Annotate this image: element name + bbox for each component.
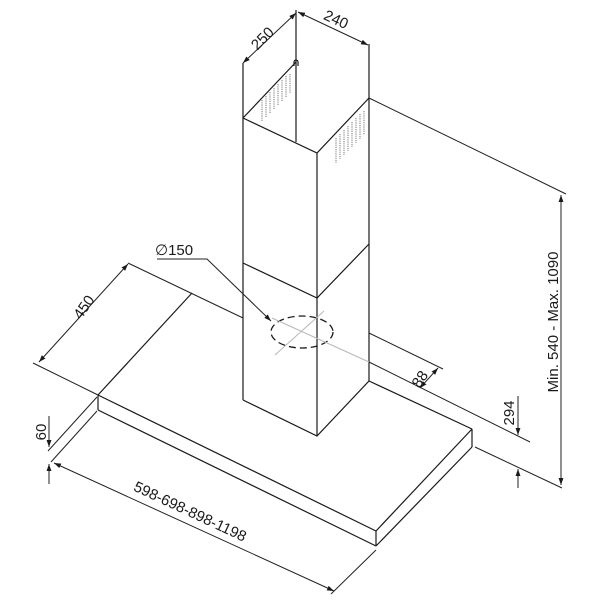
ext-line-60-top: [47, 396, 98, 452]
dimension-450: 450: [32, 263, 129, 396]
dimension-250: 250: [242, 12, 297, 64]
chimney-bottom: [242, 380, 370, 437]
dimension-width: 598-698-898-1198: [53, 462, 377, 595]
dimension-total-height: Min. 540 - Max. 1090: [545, 195, 564, 485]
back-wall-line-right: [368, 332, 444, 370]
upper-panel-top: [242, 97, 370, 154]
chimney: [242, 10, 370, 437]
label-width: 598-698-898-1198: [131, 478, 249, 545]
right-vent-grille: [335, 111, 365, 163]
upper-left-panel-top: [242, 61, 297, 119]
label-294: 294: [501, 400, 518, 425]
ext-line-width: [330, 549, 377, 595]
dimension-88: 88: [409, 367, 439, 391]
ceiling-extension-line: [368, 97, 567, 195]
ext-line-hood-bottom: [474, 446, 563, 489]
hood-right-top-edge: [375, 428, 473, 532]
centerline-horizontal: [271, 317, 370, 363]
dimension-240: 240: [297, 7, 369, 46]
outlet-axis-line: [368, 361, 531, 443]
lower-section-top: [242, 243, 370, 299]
label-60: 60: [33, 424, 50, 441]
dim-line-88: [419, 367, 439, 389]
duct-outlet: [270, 310, 370, 363]
hood-right-back-edge: [368, 380, 473, 430]
ext-line-60-bottom: [50, 410, 98, 463]
label-diameter: ∅150: [155, 242, 193, 259]
dim-line-240: [297, 11, 369, 46]
back-wall-line-left: [127, 262, 244, 319]
label-250: 250: [248, 24, 278, 54]
label-240: 240: [321, 7, 351, 33]
dim-line-width: [53, 462, 335, 592]
dimension-294: 294: [474, 396, 563, 489]
diameter-leader: [157, 258, 272, 322]
hood-body: [97, 292, 473, 547]
dim-line-250: [242, 12, 297, 64]
label-450: 450: [70, 292, 98, 322]
hood-right-bottom-edge: [375, 446, 473, 547]
label-88: 88: [409, 368, 432, 391]
hood-front-top-edge: [97, 394, 377, 532]
hood-left-back-edge: [97, 292, 193, 396]
duct-circle: [270, 315, 334, 349]
reference-lines: [127, 97, 567, 443]
label-total-height: Min. 540 - Max. 1090: [545, 252, 562, 393]
dimension-diameter: ∅150: [155, 242, 272, 322]
dimension-60: 60: [33, 396, 98, 484]
centerline-cross: [274, 310, 325, 356]
dim-line-450: [38, 263, 129, 363]
ext-line-450: [32, 362, 99, 396]
left-vent-grille: [261, 74, 291, 121]
